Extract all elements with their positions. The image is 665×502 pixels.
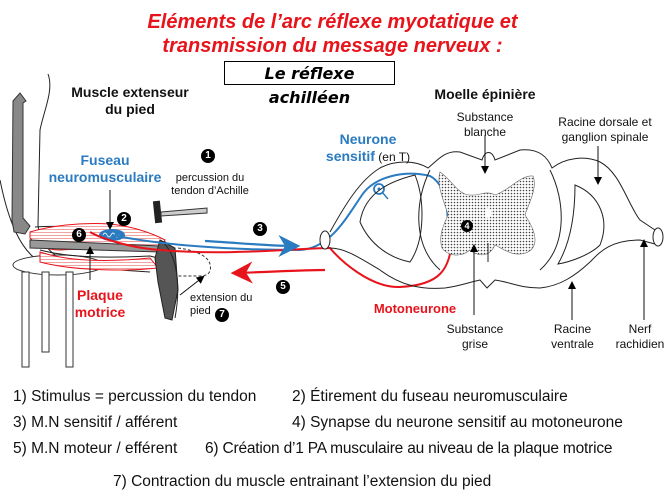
label-racine-dorsale: Racine dorsale et ganglion spinale: [558, 115, 652, 144]
step-marker-2: 2: [117, 212, 131, 226]
legend-item-1: 1) Stimulus = percussion du tendon: [13, 388, 257, 405]
step-marker-1: 1: [201, 149, 215, 163]
spinal-cord-cross-section: [319, 149, 664, 289]
legend-item-4: 4) Synapse du neurone sensitif au motone…: [292, 414, 623, 431]
label-muscle-extensor: Muscle extenseur du pied: [71, 84, 189, 117]
step-marker-6: 6: [72, 228, 86, 242]
step-marker-5: 5: [276, 280, 290, 294]
legend-item-2: 2) Étirement du fuseau neuromusculaire: [292, 388, 568, 405]
step-marker-3: 3: [253, 222, 267, 236]
label-neurone-sensitif: Neurone sensitif (en T): [325, 131, 411, 164]
efferent-arrow: [230, 261, 326, 284]
label-fuseau: Fuseau neuromusculaire: [48, 152, 162, 185]
title-line-1: Eléments de l’arc réflexe myotatique et: [147, 11, 518, 33]
legend-item-3: 3) M.N sensitif / afférent: [13, 414, 178, 431]
legend-item-5: 5) M.N moteur / efférent: [13, 440, 178, 457]
label-plaque-motrice: Plaque motrice: [74, 287, 126, 320]
legend-item-7: 7) Contraction du muscle entrainant l’ex…: [113, 473, 492, 490]
label-substance-grise: Substance grise: [446, 322, 504, 351]
legend-item-6: 6) Création d’1 PA musculaire au niveau …: [205, 440, 613, 457]
leg-drawing: [0, 73, 211, 368]
label-extension: extension du pied: [190, 292, 253, 317]
label-percussion: percussion du tendon d’Achille: [171, 172, 249, 197]
label-moelle: Moelle épinière: [434, 86, 536, 102]
step-marker-7: 7: [215, 308, 229, 322]
afferent-arrow: [204, 234, 301, 257]
step-marker-4: 4: [461, 220, 473, 232]
label-substance-blanche: Substance blanche: [456, 110, 514, 139]
reflex-hammer-icon: [152, 200, 208, 224]
title-line-2: transmission du message nerveux :: [162, 35, 503, 57]
subtitle-box: Le réflexe achilléen: [224, 61, 395, 107]
label-racine-ventrale: Racine ventrale: [551, 322, 594, 351]
label-motoneurone: Motoneurone: [373, 301, 457, 316]
label-nerf-rachidien: Nerf rachidien: [615, 322, 665, 351]
